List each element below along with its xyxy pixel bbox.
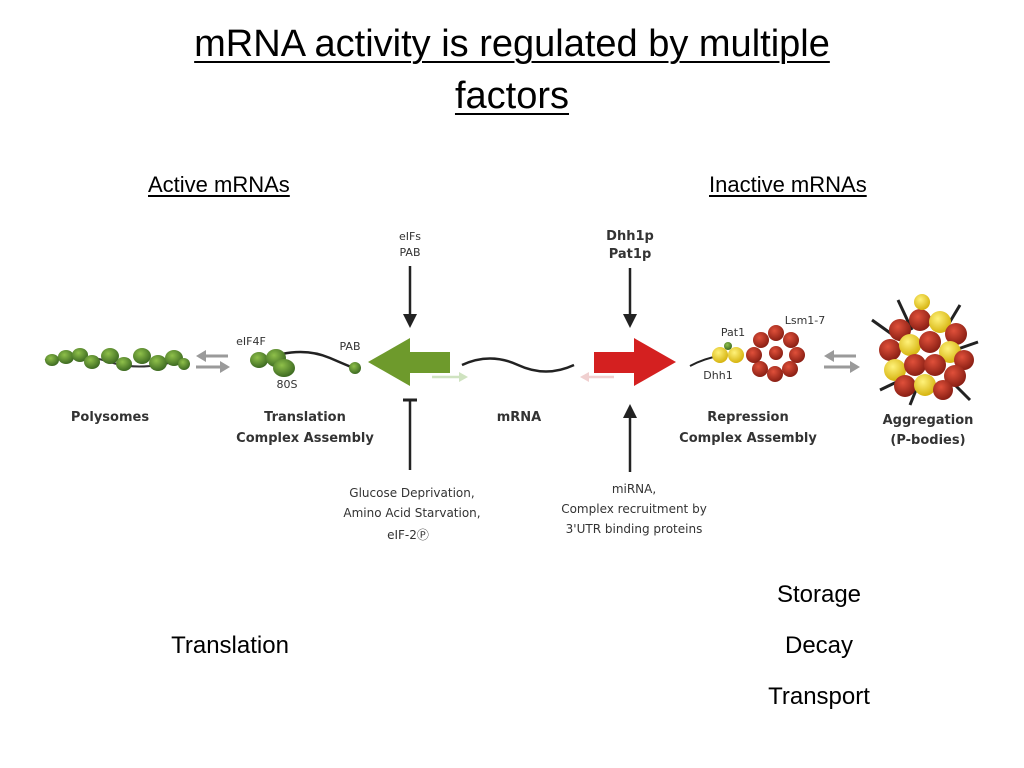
transport-outcome: Transport: [768, 683, 870, 710]
title-line-2: factors: [454, 75, 570, 117]
polysome-equilibrium-arrows: [196, 350, 230, 373]
pat1-label: Pat1: [721, 326, 745, 339]
eif2-p-label: eIF-2Ⓟ: [387, 528, 429, 542]
aggregation-label-2: (P-bodies): [890, 433, 965, 448]
inactive-mrnas-header: Inactive mRNAs: [709, 172, 867, 197]
title-line-1: mRNA activity is regulated by multiple: [194, 23, 830, 65]
lsm1-7-label: Lsm1-7: [785, 314, 826, 327]
dhh1-label: Dhh1: [703, 369, 732, 382]
eif4f-label: eIF4F: [236, 335, 266, 348]
pab-top-label: PAB: [399, 246, 420, 259]
active-mrnas-header: Active mRNAs: [148, 172, 290, 197]
glucose-deprivation-label: Glucose Deprivation,: [349, 486, 474, 500]
utr-binding-label: 3'UTR binding proteins: [566, 522, 703, 536]
repression-complex-label-2: Complex Assembly: [679, 431, 817, 446]
translation-complex-label-1: Translation: [264, 410, 346, 425]
pale-arrow-left-head: [459, 372, 468, 382]
polysome-cluster: [44, 348, 190, 371]
repression-complex-label-1: Repression: [707, 410, 788, 425]
translation-outcome: Translation: [171, 632, 289, 659]
translation-complex-label-2: Complex Assembly: [236, 431, 374, 446]
eifs-down-arrow-head: [403, 314, 417, 328]
80s-label: 80S: [277, 378, 298, 391]
pale-arrow-right-head: [580, 372, 589, 382]
aggregation-equilibrium-arrows: [824, 350, 860, 373]
mrna-label: mRNA: [497, 410, 542, 425]
slide-title: mRNA activity is regulated by multiple f…: [0, 18, 1024, 122]
red-repression-arrow: [594, 338, 676, 386]
storage-outcome: Storage: [776, 581, 862, 608]
eifs-label: eIFs: [399, 230, 421, 243]
pab-label: PAB: [339, 340, 360, 353]
translation-complex: [250, 349, 361, 377]
dhh1p-label: Dhh1p: [606, 229, 654, 244]
aggregation-label-1: Aggregation: [883, 413, 974, 428]
mirna-up-arrow-head: [623, 404, 637, 418]
mirna-label: miRNA,: [612, 482, 656, 496]
p-body-aggregate: [871, 294, 979, 406]
amino-acid-starvation-label: Amino Acid Starvation,: [343, 506, 480, 520]
complex-recruitment-label: Complex recruitment by: [561, 502, 707, 516]
polysomes-label: Polysomes: [71, 410, 149, 425]
repression-complex: [689, 325, 805, 382]
decay-outcome: Decay: [784, 632, 854, 659]
dhh1p-down-arrow-head: [623, 314, 637, 328]
green-activation-arrow: [368, 338, 450, 386]
mrna-squiggle: [461, 357, 575, 373]
pat1p-label: Pat1p: [609, 247, 652, 262]
